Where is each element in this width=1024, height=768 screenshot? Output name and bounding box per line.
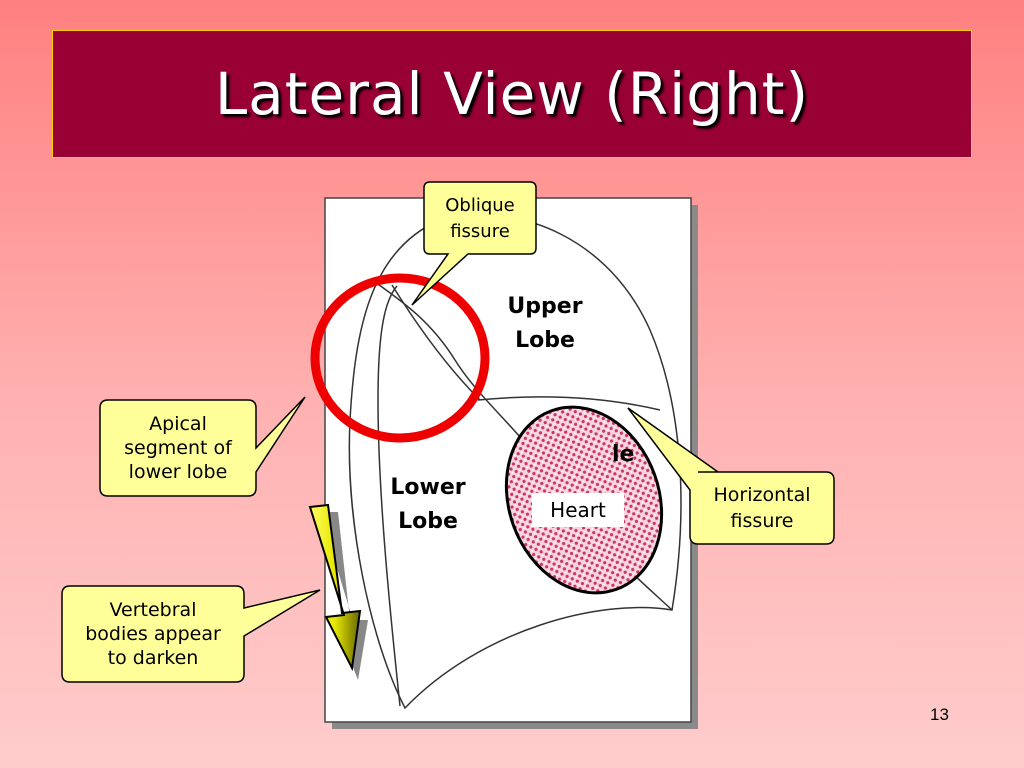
oblique-fissure-callout: Oblique fissure [424, 193, 536, 245]
lung-outline [348, 214, 682, 710]
title-bar: Lateral View (Right) [52, 30, 972, 158]
slide-title: Lateral View (Right) [214, 60, 810, 128]
horizontal-callout-bubble [627, 407, 835, 545]
oblique-fissure-line-2 [391, 284, 481, 401]
horizontal-fissure-callout: Horizontal fissure [690, 482, 834, 534]
vertebral-line1: Vertebral [109, 599, 197, 621]
lower-lobe-line2: Lobe [398, 509, 458, 534]
oblique-line2: fissure [450, 221, 510, 242]
oblique-line1: Oblique [445, 195, 515, 216]
vertebral-arrow [308, 503, 362, 672]
horizontal-fissure-line [477, 396, 661, 411]
highlight-circle [310, 273, 490, 443]
horizontal-line1: Horizontal [713, 484, 811, 506]
vertebral-line3: to darken [107, 647, 199, 669]
heart-label: Heart [532, 493, 624, 527]
upper-lobe-line2: Lobe [515, 328, 575, 353]
apical-segment-callout: Apical segment of lower lobe [100, 412, 256, 484]
posterior-inner-line [377, 285, 401, 707]
vertebral-callout-bubble [61, 585, 321, 683]
apical-line1: Apical [149, 413, 207, 435]
upper-lobe-label: Upper Lobe [495, 290, 595, 358]
lower-lobe-line1: Lower [390, 475, 466, 500]
upper-lobe-line1: Upper [507, 294, 583, 319]
apical-callout-bubble [99, 396, 306, 497]
vertebral-bodies-callout: Vertebral bodies appear to darken [62, 598, 244, 670]
lower-lobe-label: Lower Lobe [378, 471, 478, 539]
apical-line3: lower lobe [128, 461, 228, 483]
horizontal-line2: fissure [730, 510, 794, 532]
apical-line2: segment of [124, 437, 232, 459]
page-number: 13 [930, 705, 949, 724]
oblique-callout-bubble [411, 181, 537, 306]
middle-lobe-partial-label: le [612, 442, 635, 467]
vertebral-line2: bodies appear [85, 623, 221, 645]
